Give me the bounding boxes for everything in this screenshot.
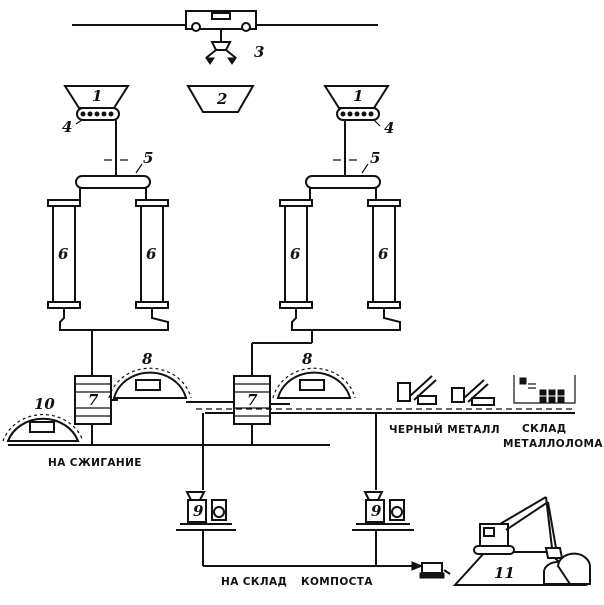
biodrum-2: 6 — [135, 199, 169, 309]
separator-left: 8 — [108, 350, 192, 399]
biodrum-4: 6 — [367, 199, 401, 309]
feeder-right-label: 4 — [384, 119, 394, 137]
overhead-crane: 3 — [72, 10, 378, 65]
caption-to-compost-b: КОМПОСТА — [301, 576, 373, 588]
feeder-right: 4 — [336, 107, 394, 137]
screen-left-label: 7 — [88, 391, 99, 409]
caption-to-burning: НА СЖИГАНИЕ — [48, 457, 142, 469]
caption-scrap-line1: СКЛАД — [522, 423, 567, 435]
compost-pile: 11 — [419, 496, 592, 586]
biodrum-3: 6 — [279, 199, 313, 309]
feeder-left-label: 4 — [62, 118, 72, 136]
separator-left-label: 8 — [142, 350, 153, 368]
hopper-center: 2 — [186, 85, 255, 113]
conveyor-right: 5 — [305, 149, 381, 189]
separator-right-label: 8 — [302, 350, 313, 368]
feeder-left: 4 — [62, 107, 120, 136]
drum-2-label: 6 — [146, 245, 157, 263]
conveyor-right-label: 5 — [370, 149, 380, 167]
drum-3-label: 6 — [290, 245, 301, 263]
compost-pile-label: 11 — [494, 564, 515, 582]
metal-storage — [397, 375, 576, 406]
crane-label: 3 — [254, 43, 264, 61]
conveyor-left: 5 — [75, 149, 153, 189]
caption-ferrous-metal: ЧЕРНЫЙ МЕТАЛЛ — [389, 423, 500, 436]
crusher-right-label: 9 — [371, 502, 382, 520]
biodrum-1: 6 — [47, 199, 81, 309]
separator-right: 8 — [272, 350, 356, 399]
hopper-left: 1 — [63, 85, 130, 109]
hopper-center-label: 2 — [216, 90, 227, 108]
crusher-left-label: 9 — [193, 502, 204, 520]
drum-1-label: 6 — [58, 245, 69, 263]
burner-label: 10 — [34, 395, 55, 413]
caption-scrap-line2: МЕТАЛЛОЛОМА — [503, 438, 603, 450]
hopper-right: 1 — [323, 85, 390, 109]
crusher-right: 9 — [352, 491, 414, 531]
drum-4-label: 6 — [378, 245, 389, 263]
screen-right-label: 7 — [247, 391, 258, 409]
hopper-right-label: 1 — [353, 87, 363, 105]
burner: 10 — [2, 395, 84, 442]
screen-right: 7 — [233, 375, 271, 425]
crusher-left: 9 — [176, 491, 236, 531]
caption-to-compost-a: НА СКЛАД — [221, 576, 287, 588]
screen-left: 7 — [74, 375, 112, 425]
conveyor-left-label: 5 — [143, 149, 153, 167]
hopper-left-label: 1 — [92, 87, 102, 105]
